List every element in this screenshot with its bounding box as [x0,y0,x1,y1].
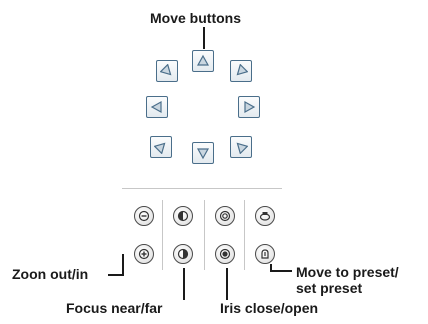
zoom-out-icon [138,210,150,222]
move-up-button[interactable] [192,50,214,72]
iris-open-icon [219,248,231,260]
vertical-divider-2 [204,200,205,270]
move-buttons-label: Move buttons [150,10,241,26]
arrow-up-icon [196,54,210,66]
zoom-out-button[interactable] [134,206,154,226]
arrow-up-left-icon [160,64,172,76]
move-up-left-button[interactable] [156,60,178,82]
move-left-button[interactable] [146,96,168,118]
zoom-label: Zoon out/in [12,266,89,282]
preset-label-line2: set preset [296,280,363,296]
move-to-preset-button[interactable] [255,206,275,226]
move-up-right-button[interactable] [230,60,252,82]
iris-leader [226,268,228,300]
focus-far-button[interactable] [173,244,193,264]
move-buttons-leader [203,27,205,49]
vertical-divider-1 [162,200,163,270]
preset-leader [270,270,292,272]
focus-far-icon [177,248,189,260]
iris-close-button[interactable] [215,206,235,226]
set-preset-button[interactable] [255,244,275,264]
move-down-button[interactable] [192,142,214,164]
focus-label: Focus near/far [66,300,163,316]
move-down-right-button[interactable] [230,136,252,158]
focus-leader [183,268,185,300]
iris-open-button[interactable] [215,244,235,264]
preset-leader-up [270,264,272,272]
move-down-left-button[interactable] [150,136,172,158]
arrow-right-icon [244,100,256,114]
arrow-up-right-icon [236,64,248,76]
focus-near-button[interactable] [173,206,193,226]
preset-label-line1: Move to preset/ [296,264,399,280]
arrow-left-icon [150,100,162,114]
arrow-down-icon [196,148,210,160]
arrow-down-right-icon [236,142,248,154]
focus-near-icon [177,210,189,222]
arrow-down-left-icon [154,142,166,154]
move-right-button[interactable] [238,96,260,118]
zoom-in-button[interactable] [134,244,154,264]
vertical-divider-3 [244,200,245,270]
iris-close-icon [219,210,231,222]
zoom-leader [108,274,124,276]
zoom-in-icon [138,248,150,260]
zoom-leader-up [122,254,124,276]
iris-label: Iris close/open [220,300,319,316]
horizontal-divider [122,188,282,189]
move-to-preset-icon [259,212,271,221]
set-preset-icon [261,249,269,259]
